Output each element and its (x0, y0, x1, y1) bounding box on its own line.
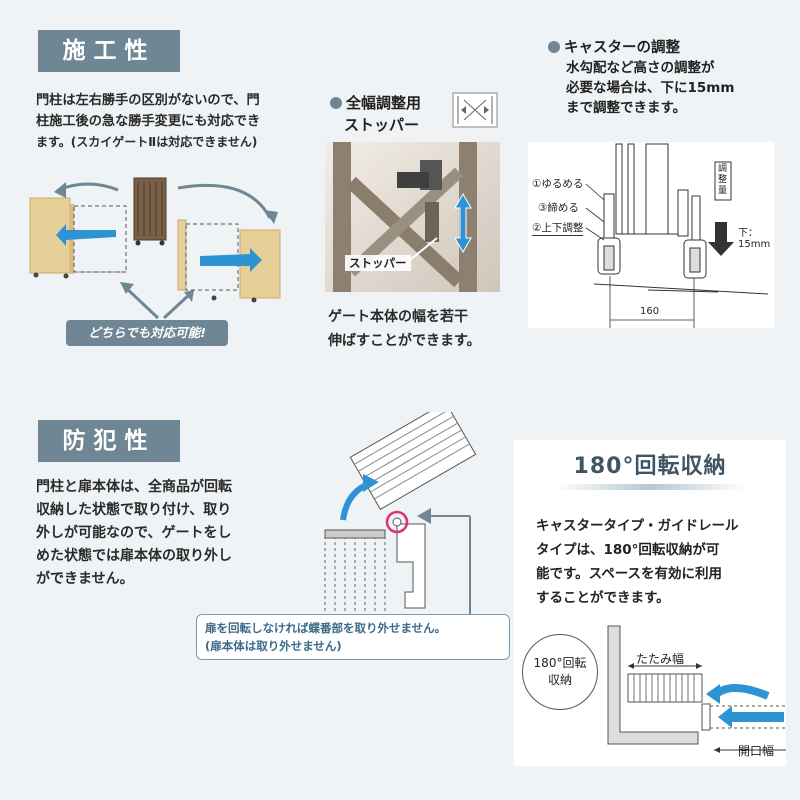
rotation-desc-line: タイプは、180°回転収納が可 (536, 542, 720, 558)
hinge-note: 扉を回転しなければ蝶番部を取り外せません。 (扉本体は取り外せません) (196, 614, 510, 660)
pointer-arrow-icon (184, 290, 194, 302)
dashed-door (324, 530, 386, 612)
rotation-desc-line: することができます。 (536, 590, 670, 606)
circle-label-line: 180°回転 (533, 656, 587, 670)
rotation-desc-line: 能です。スペースを有効に利用 (536, 566, 723, 582)
hinge-rotation-illustration (324, 412, 477, 622)
caster-label-down: 下：15mm (738, 228, 771, 250)
rotate-arrow-icon (363, 474, 379, 492)
stopper-heading-line: ストッパー (344, 116, 420, 134)
security-desc-line: ができません。 (36, 571, 134, 587)
caster-desc-line: まで調整できます。 (566, 100, 687, 116)
construction-desc-line: 門柱は左右勝手の区別がないので、門 (36, 93, 260, 108)
rotate-arrow-icon (706, 684, 720, 704)
hinge-highlight (385, 510, 409, 534)
hinge-note-line: (扉本体は取り外せません) (205, 639, 342, 653)
security-desc-line: めた状態では扉本体の取り外し (36, 548, 232, 564)
stopper-heading: 全幅調整用 ストッパー (330, 92, 421, 136)
arrow-left-icon (56, 224, 116, 246)
bullet-icon (548, 41, 560, 53)
caster-label-adjust: ②上下調整 (532, 222, 584, 236)
stopper-heading-line: 全幅調整用 (346, 94, 422, 112)
security-desc-line: 門柱と扉本体は、全商品が回転 (36, 479, 232, 495)
security-description: 門柱と扉本体は、全商品が回転 収納した状態で取り付け、取り 外しが可能なので、ゲ… (36, 476, 296, 591)
opening-width-label: 開口幅 (738, 744, 775, 758)
hinge-note-line: 扉を回転しなければ蝶番部を取り外せません。 (205, 621, 447, 635)
caster-heading: キャスターの調整 (548, 36, 680, 57)
caster-desc-line: 水勾配など高さの調整が (566, 60, 715, 76)
bullet-icon (330, 97, 342, 109)
stopper-caption-line: 伸ばすことができます。 (328, 333, 481, 349)
caster-label-adjust-amount: 調整量 (718, 164, 728, 196)
security-desc-line: 外しが可能なので、ゲートをし (36, 525, 232, 541)
caster-desc-line: 必要な場合は、下に15mm (566, 80, 735, 96)
arrow-head-icon (54, 182, 66, 198)
security-section-title: 防犯性 (38, 420, 180, 462)
down-arrow-icon (708, 222, 734, 256)
arrow-head-icon (264, 210, 278, 224)
pointer-arrow-icon (417, 508, 431, 524)
rotation-title: 180°回転収納 (573, 454, 727, 479)
slide-arrow-icon (718, 706, 732, 728)
left-gate-diagram (29, 197, 127, 279)
rotation-plan-diagram (607, 625, 786, 753)
arc-arrow-right (177, 183, 272, 219)
folded-gate-diagram (133, 177, 167, 246)
stopper-photo-label: ストッパー (345, 255, 411, 271)
arrow-right-icon (200, 248, 262, 272)
caster-label-tighten: ③締める (538, 202, 579, 214)
gate-swap-illustration (29, 177, 281, 320)
arc-arrow-left (57, 182, 119, 192)
caster-diagram (585, 143, 769, 328)
rotation-panel: 180°回転収納 キャスタータイプ・ガイドレール タイプは、180°回転収納が可… (514, 440, 786, 766)
stopper-caption-line: ゲート本体の幅を若干 (328, 309, 468, 325)
either-side-badge: どちらでも対応可能! (66, 320, 228, 346)
rotation-desc-line: キャスタータイプ・ガイドレール (536, 518, 739, 534)
rotation-circle-badge: 180°回転 収納 (522, 634, 598, 710)
caster-heading-text: キャスターの調整 (564, 40, 680, 56)
circle-label-line: 収納 (547, 673, 572, 687)
construction-desc-line: 柱施工後の急な勝手変更にも対応でき (36, 114, 261, 129)
rotated-door (349, 412, 477, 511)
construction-desc-line: ます。(スカイゲートⅡは対応できません) (36, 135, 258, 149)
double-arrow-icon (454, 192, 472, 254)
caster-label-width: 160 (640, 306, 660, 317)
construction-description: 門柱は左右勝手の区別がないので、門 柱施工後の急な勝手変更にも対応でき ます。(… (36, 90, 286, 153)
right-gate-diagram (177, 219, 281, 303)
adjust-width-icon (452, 92, 498, 128)
caster-description: 水勾配など高さの調整が 必要な場合は、下に15mm まで調整できます。 (566, 58, 734, 118)
fold-width-label: たたみ幅 (636, 652, 685, 666)
caster-label-loosen: ①ゆるめる (532, 178, 584, 190)
security-desc-line: 収納した状態で取り付け、取り (36, 502, 232, 518)
caster-diagram-panel: ①ゆるめる ③締める ②上下調整 調整量 下：15mm 160 (528, 142, 774, 328)
construction-section-title: 施工性 (38, 30, 180, 72)
stopper-caption: ゲート本体の幅を若干 伸ばすことができます。 (328, 305, 481, 353)
pointer-arrow-icon (120, 282, 134, 294)
title-underline (554, 484, 746, 490)
rotation-description: キャスタータイプ・ガイドレール タイプは、180°回転収納が可 能です。スペース… (536, 514, 739, 610)
